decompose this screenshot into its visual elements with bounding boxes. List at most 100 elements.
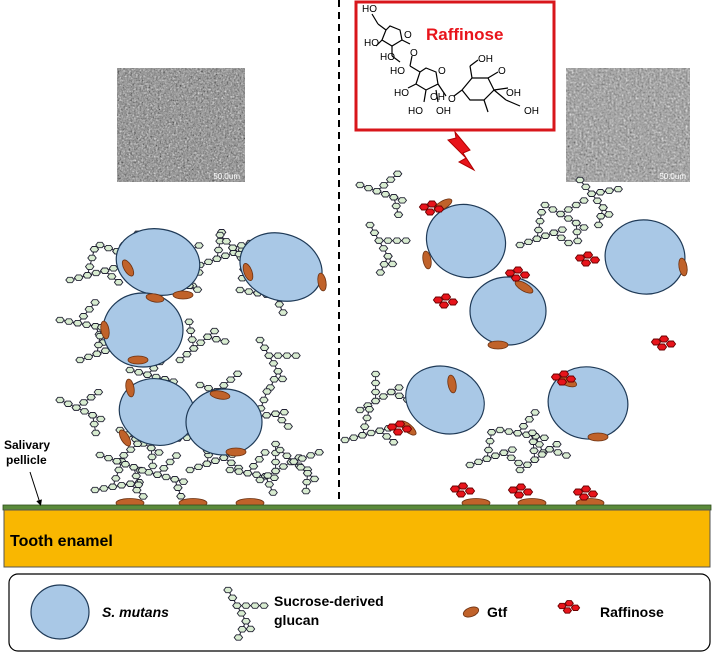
glucan-right-4-chain-b-unit (604, 187, 615, 194)
glucan-right-6 (340, 406, 399, 446)
chem-group-4: O (404, 30, 412, 41)
chem-group-9: OH (430, 92, 445, 103)
glucan-right-1-chain-a-unit (387, 260, 398, 268)
glucan-left-11-chain-a-unit (209, 327, 220, 335)
glucan-right-3-chain-c (571, 219, 583, 245)
glucan-right-0-chain-c-unit (391, 202, 401, 210)
glucan-left-14-chain-c-unit (283, 423, 293, 430)
glucan-right-6-chain-b-backbone (361, 409, 370, 436)
glucan-left-21-chain-b-unit (305, 452, 316, 459)
legend-glucan-symbol-chain-b-unit (250, 602, 260, 609)
legend-glucan-symbol-chain-a-unit (227, 594, 238, 601)
gtf-enzyme (422, 250, 432, 270)
glucan-left-2-chain-b-unit (78, 313, 89, 320)
raffinose-unit (565, 375, 577, 383)
glucan-right-8-chain-a-unit (539, 434, 550, 441)
glucan-left-9-chain-c-unit (91, 429, 101, 437)
glucan-left-18-chain-c-unit (219, 454, 229, 461)
glucan-left-13-chain-c (265, 367, 283, 391)
raffinose-unit (650, 338, 662, 346)
glucan-right-1 (365, 221, 411, 276)
glucan-left-1-chain-c (100, 267, 124, 286)
chem-group-10: O (448, 94, 456, 105)
glucan-left-23-chain-b-unit (119, 452, 129, 459)
glucan-left-21-chain-b-unit (289, 458, 299, 465)
s-mutans-cell (547, 366, 629, 440)
s-mutans-9 (547, 366, 629, 442)
glucan-right-0-chain-b-unit (372, 187, 382, 195)
salivary-label-line2: pellicle (6, 453, 47, 467)
glucan-right-4-chain-c-unit (596, 213, 606, 220)
glucan-right-0-chain-c (389, 194, 404, 218)
glucan-right-4-chain-a-unit (592, 197, 603, 204)
glucan-left-13-chain-b-unit (282, 352, 292, 359)
chem-group-16: OH (524, 106, 539, 117)
glucan-right-4-chain-b-backbone (591, 188, 619, 195)
glucan-left-1-chain-a-unit (91, 269, 101, 277)
glucan-right-4-chain-b-unit (586, 190, 597, 197)
raffinose-unit (570, 604, 581, 611)
gtf-enzyme (118, 429, 132, 447)
glucan-left-16-chain-b-backbone (112, 461, 123, 488)
glucan-right-7-chain-c-unit (513, 459, 524, 467)
raffinose-cluster-3 (574, 251, 601, 267)
s-mutans-8 (399, 365, 485, 436)
glucan-right-8-chain-a-unit (495, 426, 505, 434)
glucan-right-3-chain-b-unit (563, 206, 574, 213)
glucan-left-16-chain-a-unit (116, 482, 127, 489)
glucan-left-21-chain-a-unit (282, 452, 292, 459)
glucan-left-5-chain-a-unit (215, 231, 225, 239)
glucan-left-10-chain-b-unit (142, 371, 153, 378)
chem-group-15: OH (506, 88, 521, 99)
glucan-left-15-chain-c-unit (147, 453, 157, 461)
glucan-left-18-chain-c (219, 454, 244, 472)
glucan-right-8-chain-b-unit (512, 429, 523, 437)
glucan-right-2-chain-b-unit (532, 235, 542, 243)
glucan-right-9-chain-b-unit (527, 429, 538, 436)
glucan-right-3-chain-a-unit (540, 201, 550, 209)
glucan-right-2-chain-c-unit (563, 239, 574, 247)
glucan-right-7-chain-c-unit (506, 454, 516, 462)
glucan-left-11-chain-a-unit (195, 339, 206, 346)
glucan-left-11-chain-c-unit (220, 338, 230, 345)
glucan-left-11-chain-b (184, 318, 199, 352)
chem-group-13: OH (436, 106, 451, 117)
glucan-right-3-chain-c-unit (572, 228, 582, 236)
glucan-left-2-chain-b-unit (72, 319, 83, 327)
glucan-right-0-chain-a-unit (363, 184, 374, 192)
glucan-right-0-chain-b (372, 170, 403, 195)
glucan-right-6-chain-b-unit (364, 406, 375, 413)
glucan-right-9-chain-b-unit (529, 456, 540, 463)
glucan-left-9-chain-b (71, 388, 104, 411)
raffinose-unit (550, 373, 562, 381)
glucan-right-4-chain-a-unit (581, 183, 591, 191)
raffinose-unit (564, 600, 574, 607)
glucan-left-20-chain-a-unit (263, 472, 273, 479)
scale-label-right: 50.0um (659, 172, 686, 181)
glucan-left-17-chain-b-backbone (157, 455, 177, 476)
glucan-right-6-chain-c (375, 427, 399, 446)
raffinose-unit (515, 483, 527, 491)
glucan-right-8-chain-b-unit (524, 416, 535, 423)
glucan-right-3-chain-c-unit (572, 237, 583, 245)
chem-group-2: HO (364, 38, 379, 49)
glucan-left-17-chain-b-unit (165, 458, 175, 466)
legend-gtf-symbol (462, 606, 480, 618)
glucan-right-0-chain-a-unit (397, 197, 408, 204)
glucan-left-17-chain-c (170, 476, 186, 500)
glucan-left-23-chain-b-unit (132, 440, 143, 447)
glucan-right-1-chain-c-unit (375, 269, 386, 276)
glucan-right-9-chain-b-unit (528, 438, 538, 445)
glucan-right-5-chain-b-unit (370, 397, 381, 405)
glucan-left-16-chain-a-unit (99, 485, 109, 492)
gtf-enzyme (587, 432, 609, 442)
glucan-left-14-chain-c (270, 410, 293, 430)
glucan-left-5-chain-a-unit (221, 238, 232, 245)
raffinose-cluster-7 (449, 482, 476, 498)
raffinose-unit (464, 487, 476, 495)
glucan-left-1-chain-b-unit (87, 254, 97, 262)
legend-glucan-symbol (223, 586, 269, 641)
legend-glucan-symbol-chain-b-unit (232, 602, 242, 609)
glucan-right-6-chain-b-unit (362, 414, 372, 422)
